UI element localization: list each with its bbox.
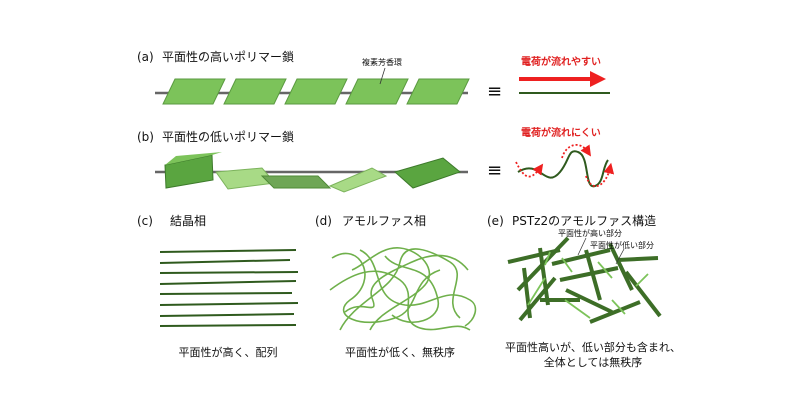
twisted-chain xyxy=(155,152,468,193)
aromatic-ring-3 xyxy=(284,78,348,105)
charge-flows-poorly-label: 電荷が流れにくい xyxy=(521,128,601,139)
pstz2-segments xyxy=(507,236,662,324)
panel-d-tag: (d) xyxy=(315,214,332,228)
twisted-ring-3 xyxy=(260,175,332,189)
charge-arrow-dotted-2 xyxy=(561,144,591,159)
panel-e-tag: (e) xyxy=(487,214,504,228)
charge-flows-easily-label: 電荷が流れやすい xyxy=(521,57,601,68)
twisted-ring-4 xyxy=(328,167,388,193)
panel-e-caption-line2: 全体としては無秩序 xyxy=(543,356,643,369)
equivalent-sign-b: ≡ xyxy=(487,160,503,181)
aromatic-ring-1 xyxy=(162,78,226,105)
aromatic-ring-5 xyxy=(406,78,470,105)
pstz2-lowplanar-links xyxy=(527,251,649,319)
panel-a-title: 平面性の高いポリマー鎖 xyxy=(162,50,295,64)
low-label-leader xyxy=(615,248,625,265)
wavy-chain-line xyxy=(517,150,609,188)
crystal-lines xyxy=(159,249,299,327)
charge-arrow-dotted-3 xyxy=(585,162,615,188)
panel-c-title: 結晶相 xyxy=(170,214,207,228)
ring-label: 複素芳香環 xyxy=(362,58,402,67)
low-planarity-label: 平面性が低い部分 xyxy=(590,241,654,250)
planar-equivalent xyxy=(519,71,610,94)
aromatic-ring-4 xyxy=(345,78,409,105)
panel-b-tag: (b) xyxy=(137,130,154,144)
panel-e-caption-line1: 平面性高いが、低い部分も含まれ、 xyxy=(505,341,681,354)
aromatic-ring-2 xyxy=(223,78,287,105)
equivalent-sign-a: ≡ xyxy=(487,81,503,102)
panel-c-tag: (c) xyxy=(137,214,153,228)
panel-b-title: 平面性の低いポリマー鎖 xyxy=(162,130,295,144)
amorphous-tangle xyxy=(329,247,477,331)
panel-a-tag: (a) xyxy=(137,50,154,64)
panel-e-title: PSTz2のアモルファス構造 xyxy=(512,214,657,228)
panel-d-caption: 平面性が低く、無秩序 xyxy=(345,346,455,359)
twisted-ring-5 xyxy=(393,157,462,189)
panel-d-title: アモルファス相 xyxy=(342,214,427,228)
charge-arrow-dotted-1 xyxy=(515,161,544,178)
high-planarity-label: 平面性が高い部分 xyxy=(558,229,622,238)
planar-chain xyxy=(155,67,470,105)
twisted-equivalent xyxy=(515,144,615,188)
ring-label-leader xyxy=(379,67,386,85)
panel-c-caption: 平面性が高く、配列 xyxy=(178,346,278,359)
high-label-leader xyxy=(577,237,587,256)
twisted-ring-1-top xyxy=(165,152,222,165)
